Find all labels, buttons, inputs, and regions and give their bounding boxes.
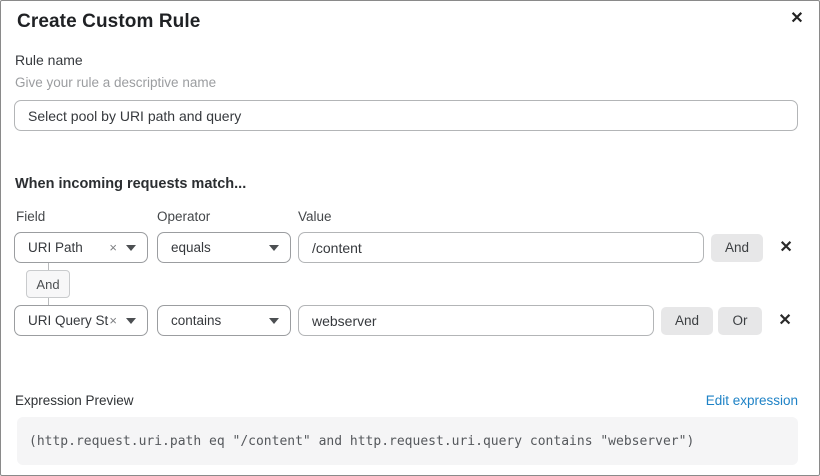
- caret-down-icon: [126, 317, 136, 324]
- clear-icon[interactable]: ×: [109, 313, 117, 328]
- connector-line: [48, 298, 49, 305]
- expression-preview-header: Expression Preview Edit expression: [14, 393, 798, 408]
- rule-name-label: Rule name: [15, 52, 83, 68]
- value-input[interactable]: [298, 305, 654, 336]
- operator-column-label: Operator: [157, 209, 211, 224]
- field-select[interactable]: URI Query St... ×: [14, 305, 148, 336]
- expression-code: (http.request.uri.path eq "/content" and…: [29, 433, 695, 449]
- clear-icon[interactable]: ×: [109, 240, 117, 255]
- field-select[interactable]: URI Path ×: [14, 232, 148, 263]
- operator-select[interactable]: contains: [157, 305, 291, 336]
- caret-down-icon: [126, 244, 136, 251]
- caret-down-icon: [269, 317, 279, 324]
- operator-select-value: equals: [171, 240, 211, 255]
- match-section-heading: When incoming requests match...: [15, 176, 247, 192]
- and-button[interactable]: And: [661, 306, 714, 335]
- remove-condition-icon[interactable]: ✕: [776, 238, 796, 258]
- expression-preview-label: Expression Preview: [15, 393, 134, 408]
- or-button[interactable]: Or: [718, 306, 763, 335]
- value-input[interactable]: [298, 232, 704, 263]
- field-column-label: Field: [16, 209, 46, 224]
- page-title: Create Custom Rule: [17, 11, 201, 32]
- operator-select[interactable]: equals: [157, 232, 291, 263]
- rule-name-input[interactable]: [14, 100, 798, 131]
- operator-select-value: contains: [171, 313, 222, 328]
- rule-name-hint: Give your rule a descriptive name: [15, 75, 217, 90]
- field-select-value: URI Path: [28, 240, 83, 255]
- connector-line: [48, 263, 49, 270]
- edit-expression-link[interactable]: Edit expression: [705, 393, 798, 408]
- value-column-label: Value: [298, 209, 332, 224]
- close-icon[interactable]: ✕: [783, 5, 811, 33]
- and-button[interactable]: And: [711, 233, 764, 262]
- field-select-value: URI Query St...: [28, 313, 109, 328]
- title-bar: Create Custom Rule ✕: [14, 1, 804, 33]
- condition-connector: And: [14, 263, 798, 305]
- caret-down-icon: [269, 244, 279, 251]
- condition-row-2: URI Query St... × contains And Or ✕: [14, 305, 798, 336]
- condition-column-headers: Field Operator Value: [14, 209, 798, 224]
- condition-row-1: URI Path × equals And ✕: [14, 232, 798, 263]
- remove-condition-icon[interactable]: ✕: [775, 311, 795, 331]
- connector-and-badge: And: [26, 270, 70, 298]
- expression-code-block: (http.request.uri.path eq "/content" and…: [17, 417, 798, 465]
